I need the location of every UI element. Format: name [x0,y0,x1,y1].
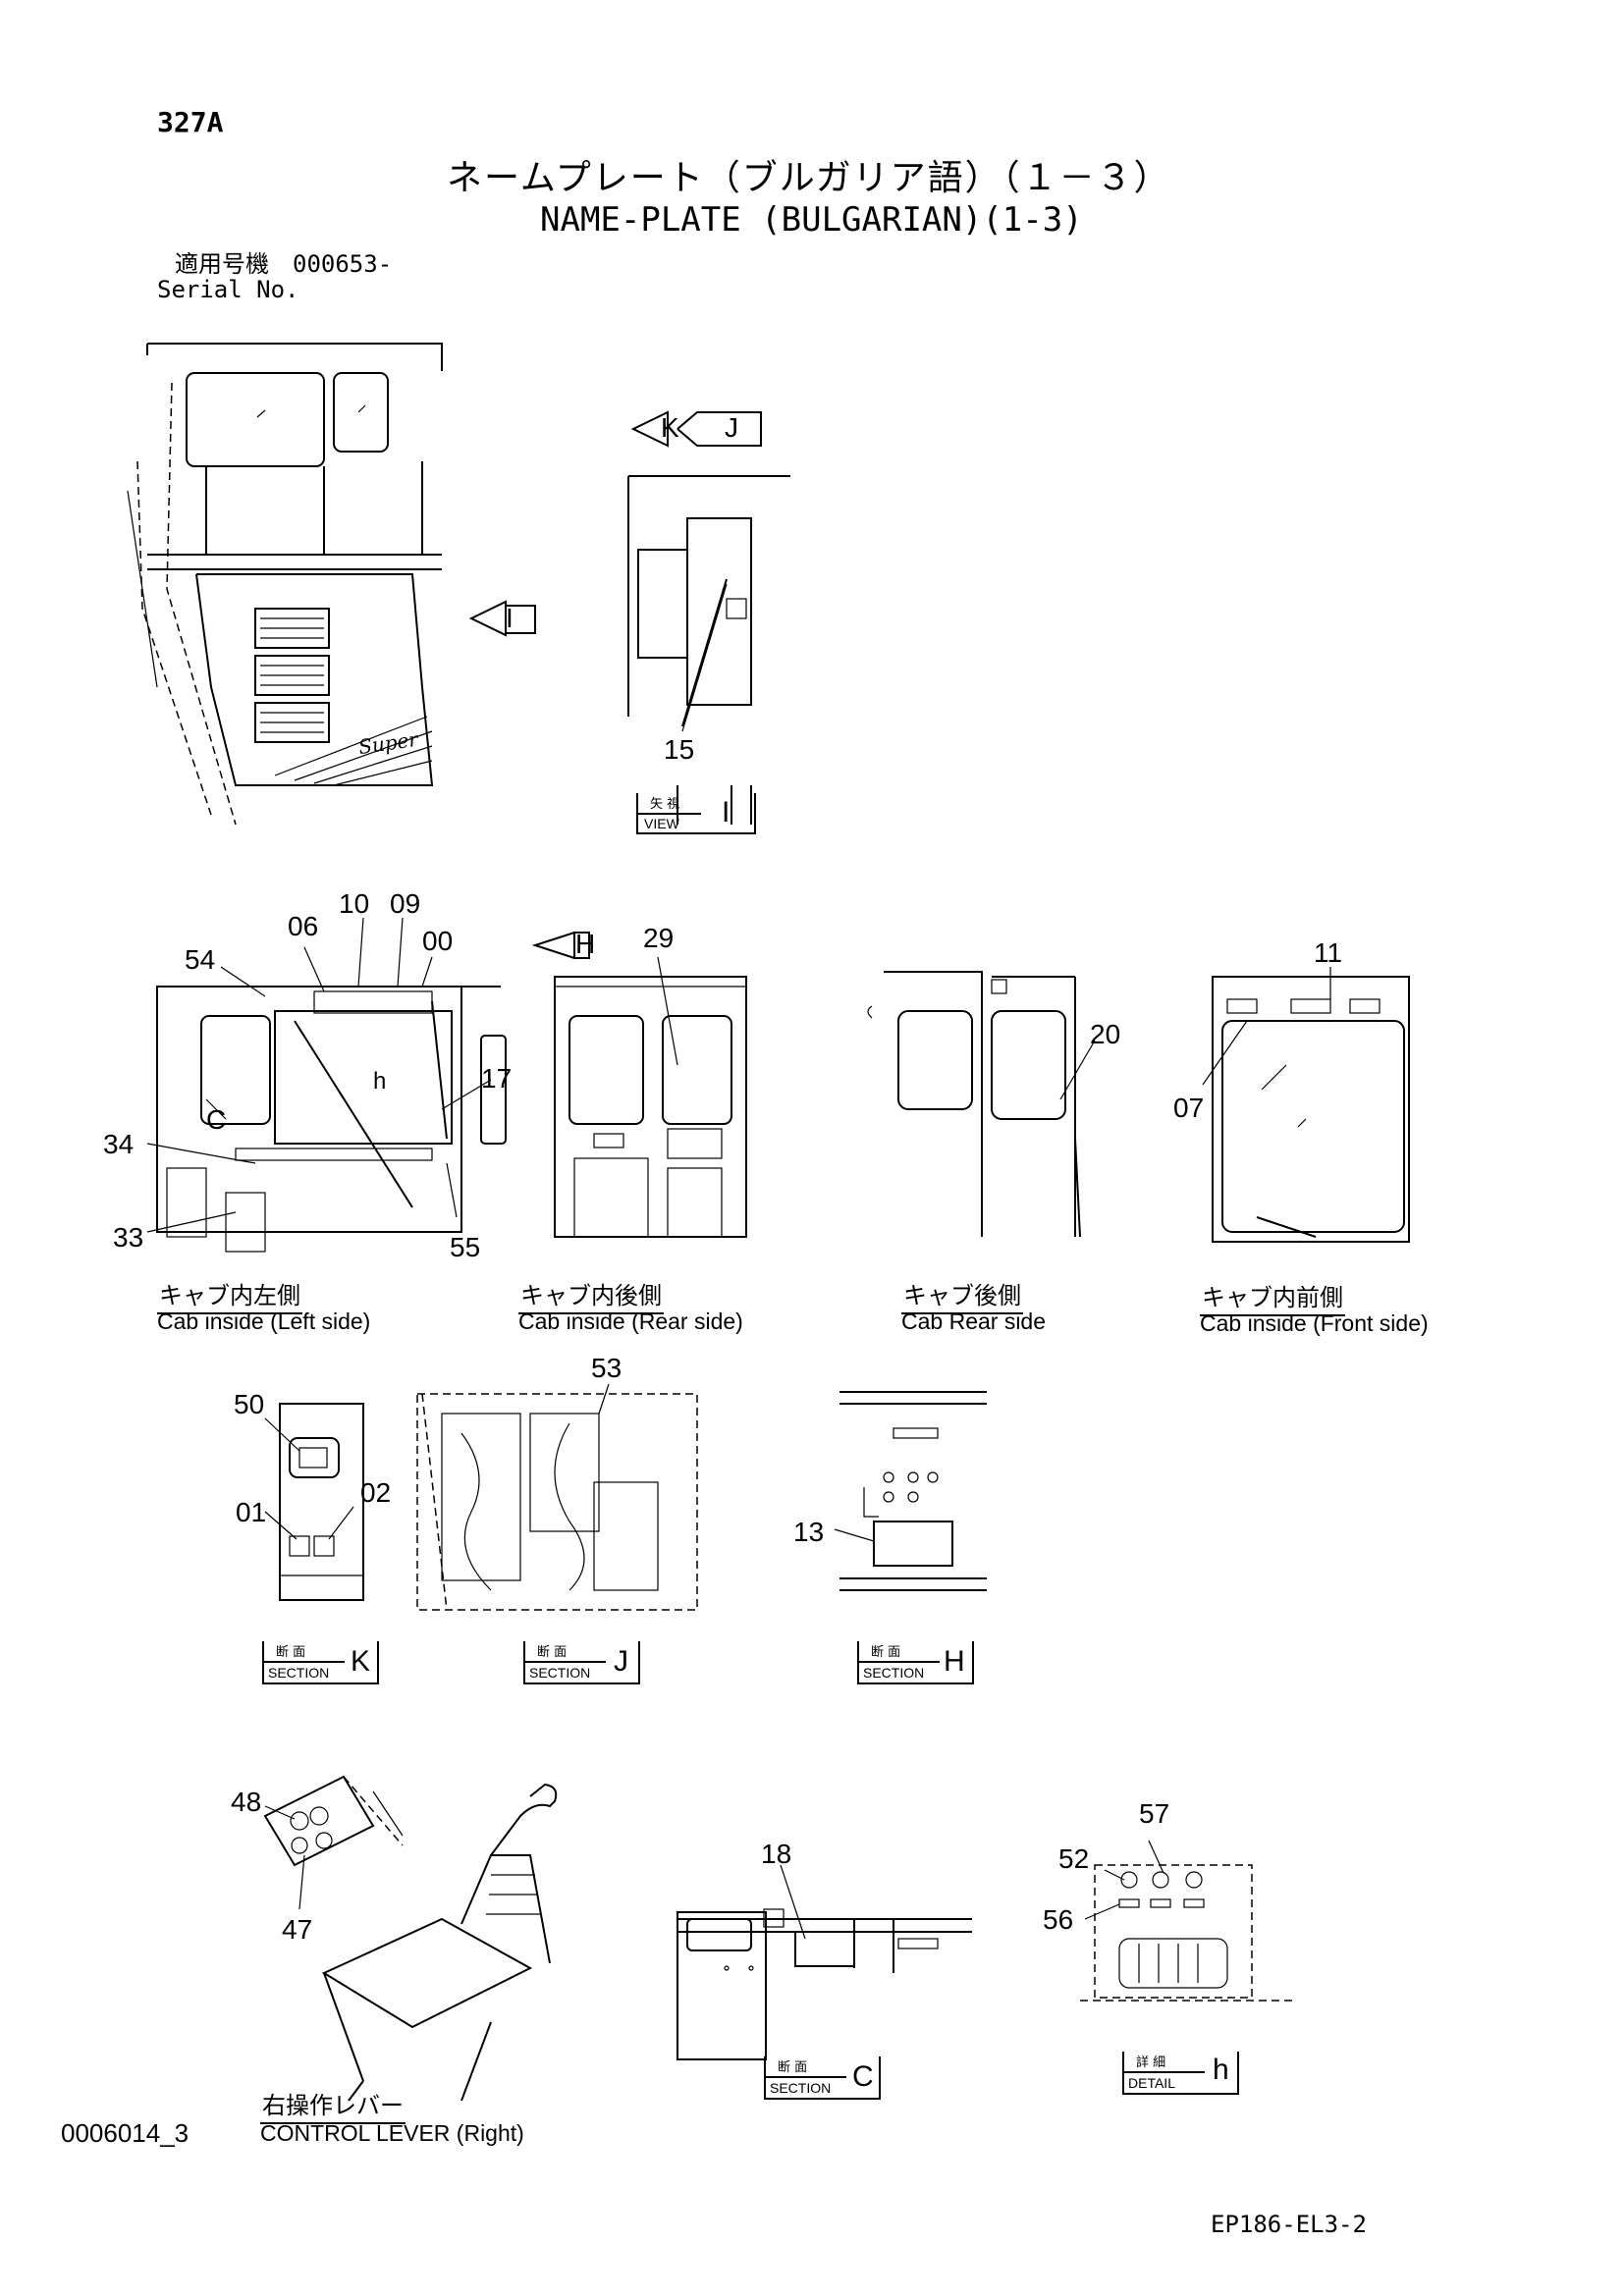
part-number: 33 [113,1222,144,1253]
caption-jp: キャブ内前側 [1202,1284,1343,1311]
caption-control-lever: 右操作レバー [260,2086,406,2124]
part-number: 18 [761,1839,792,1869]
part-number: 53 [591,1353,623,1383]
part-number: 47 [282,1914,313,1945]
part-number: 01 [236,1497,267,1527]
section-h-label: 断 面 SECTION H [857,1641,974,1684]
detail-h-drawing [1080,1864,1296,2002]
drawing-id: 0006014_3 [61,2118,189,2148]
section-j-drawing [416,1393,698,1611]
part-number: 09 [390,888,421,919]
caption-cab-rear-inside: キャブ内後側 [518,1276,664,1314]
view-arrow-h: H [575,929,596,959]
cab-front-inside-drawing [1212,976,1410,1243]
leader-lines [146,583,1331,1940]
serial-number-en: Serial No. [157,276,299,303]
caption-cab-rear-en: Cab Rear side [901,1308,1047,1334]
part-number: 54 [185,944,216,975]
cab-left-side-drawing [156,986,507,1253]
caption-cab-left: キャブ内左側 [157,1276,302,1314]
view-i-drawing [468,410,790,825]
part-number: 13 [793,1517,825,1547]
part-number: 56 [1043,1904,1074,1935]
part-number: 10 [339,888,370,919]
caption-cab-front-inside: キャブ内前側 [1200,1278,1345,1316]
page-title-en: NAME-PLATE (BULGARIAN)(1-3) [540,200,1083,240]
part-number: 29 [643,923,675,953]
part-number: 50 [234,1389,265,1419]
part-number: 11 [1314,937,1343,968]
part-number: 07 [1173,1093,1205,1123]
caption-jp: キャブ後側 [903,1282,1021,1309]
caption-jp: キャブ内左側 [159,1282,300,1309]
section-h-drawing [839,1391,987,1591]
view-i-label: 矢 視 VIEW I [636,793,756,834]
sheet-number: EP186-EL3-2 [1211,2211,1367,2238]
part-number: 06 [288,911,319,941]
section-j-label: 断 面 SECTION J [523,1641,640,1684]
part-number: 15 [664,734,695,765]
callout-c: C [206,1104,227,1135]
caption-cab-rear-inside-en: Cab inside (Rear side) [518,1308,743,1334]
cab-rear-inside-drawing [531,931,747,1238]
part-number: 34 [103,1129,135,1159]
view-arrow-i: I [506,603,514,633]
part-number: 52 [1058,1843,1090,1874]
page-title-jp: ネームプレート（ブルガリア語）（１－３） [447,158,1171,198]
cab-exterior-drawing [127,343,443,826]
caption-control-lever-en: CONTROL LEVER (Right) [260,2120,524,2146]
part-number: 20 [1090,1019,1121,1049]
part-number: 00 [422,926,454,956]
caption-cab-front-inside-en: Cab inside (Front side) [1200,1310,1429,1336]
caption-cab-left-en: Cab inside (Left side) [157,1308,371,1334]
control-lever-drawing [263,1775,558,2102]
caption-jp: 右操作レバー [262,2092,404,2119]
caption-jp: キャブ内後側 [520,1282,662,1309]
part-number: 57 [1139,1798,1170,1829]
part-number: 55 [450,1232,481,1262]
view-arrow-k: K [661,412,679,443]
part-number: 02 [360,1477,392,1508]
section-c-label: 断 面 SECTION C [764,2056,881,2100]
section-k-label: 断 面 SECTION K [262,1641,379,1684]
part-number: 48 [231,1787,262,1817]
caption-cab-rear: キャブ後側 [901,1276,1023,1314]
drawing-code: 327A [157,106,224,138]
section-c-drawing [677,1908,972,2060]
callout-h: h [373,1068,387,1095]
cab-rear-drawing [867,971,1081,1238]
detail-h-label: 詳 細 DETAIL h [1122,2052,1239,2095]
view-arrow-j: J [725,412,738,443]
serial-number-jp: 適用号機 000653- [175,250,393,278]
part-number: 17 [481,1063,513,1094]
section-k-drawing [279,1403,364,1601]
